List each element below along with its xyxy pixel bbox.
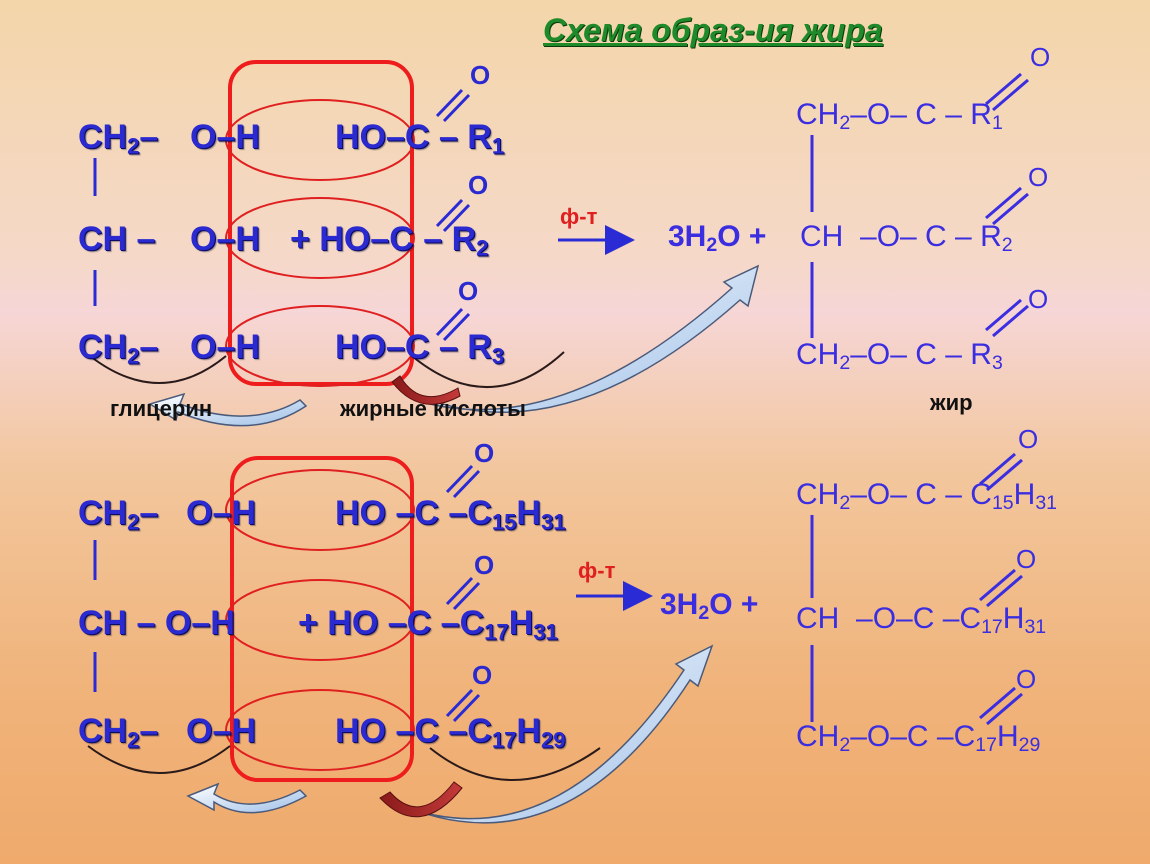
glycerol-label: глицерин bbox=[110, 396, 213, 421]
water-product: 3H2O + bbox=[668, 220, 767, 256]
highlight-ellipse bbox=[225, 305, 415, 387]
fat-row: CH2–O– C – R3 bbox=[796, 338, 1003, 374]
oxygen-atom: O bbox=[1018, 424, 1039, 454]
highlight-ellipse bbox=[225, 99, 415, 181]
double-bond bbox=[985, 72, 1029, 338]
water-arrow bbox=[148, 392, 308, 427]
water-product: 3H2O + bbox=[660, 588, 759, 624]
hydroxyl-group: O–H bbox=[186, 494, 256, 532]
acid-group: HO –C –C17H29 bbox=[335, 712, 566, 753]
hydroxyl-group: O–H bbox=[190, 220, 260, 258]
highlight-ellipse bbox=[225, 469, 415, 551]
oxygen-atom: O bbox=[458, 276, 479, 306]
group-bracket bbox=[87, 745, 231, 774]
acid-group: HO–C – R3 bbox=[335, 328, 505, 369]
catalyst-label: ф-т bbox=[560, 204, 598, 229]
hydroxyl-group: O–H bbox=[186, 712, 256, 750]
hydroxyl-group: O–H bbox=[190, 328, 260, 366]
oxygen-atom: O bbox=[1016, 664, 1037, 694]
oxygen-atom: O bbox=[468, 170, 489, 200]
double-bond bbox=[445, 464, 481, 723]
acid-group: HO–C – R1 bbox=[335, 118, 505, 159]
glycerol-row: CH2– bbox=[78, 118, 159, 159]
glycerol-row: CH2– bbox=[78, 712, 159, 753]
water-arrow bbox=[186, 782, 308, 814]
highlight-ellipse bbox=[225, 579, 415, 661]
acid-group: + HO–C – R2 bbox=[290, 220, 489, 261]
water-arrow bbox=[409, 264, 760, 414]
fat-row: CH –O–C –C17H31 bbox=[796, 602, 1047, 638]
oxygen-atom: O bbox=[1028, 284, 1049, 314]
glycerol-row: CH – O–H bbox=[78, 604, 235, 642]
double-bond bbox=[979, 452, 1023, 726]
acid-arrow bbox=[379, 781, 463, 818]
oxygen-atom: O bbox=[474, 550, 495, 580]
oxygen-atom: O bbox=[1030, 42, 1051, 72]
acid-group: + HO –C –C17H31 bbox=[298, 604, 558, 645]
acid-group: HO –C –C15H31 bbox=[335, 494, 566, 535]
highlight-ellipse bbox=[225, 689, 415, 771]
acids-label: жирные кислоты bbox=[340, 396, 526, 421]
group-bracket bbox=[429, 747, 601, 781]
fat-row: CH2–O– C – C15H31 bbox=[796, 478, 1058, 514]
highlight-box bbox=[230, 456, 414, 782]
double-bond bbox=[435, 88, 471, 342]
oxygen-atom: O bbox=[470, 60, 491, 90]
group-bracket bbox=[411, 351, 565, 388]
oxygen-atom: O bbox=[1016, 544, 1037, 574]
hydroxyl-group: O–H bbox=[190, 118, 260, 156]
diagram-title: Схема образ-ия жира bbox=[543, 12, 883, 48]
oxygen-atom: O bbox=[1028, 162, 1049, 192]
catalyst-label: ф-т bbox=[578, 558, 616, 583]
group-bracket bbox=[89, 355, 227, 384]
acid-arrow bbox=[391, 375, 461, 405]
fat-row: CH2–O–C –C17H29 bbox=[796, 720, 1041, 756]
water-arrow bbox=[389, 644, 714, 824]
oxygen-atom: O bbox=[474, 438, 495, 468]
fat-label: жир bbox=[930, 390, 973, 415]
oxygen-atom: O bbox=[472, 660, 493, 690]
glycerol-row: CH – bbox=[78, 220, 156, 258]
fat-row: CH2–O– C – R1 bbox=[796, 98, 1003, 134]
fat-row: CH –O– C – R2 bbox=[800, 220, 1013, 256]
glycerol-row: CH2– bbox=[78, 328, 159, 369]
highlight-box bbox=[228, 60, 414, 386]
glycerol-row: CH2– bbox=[78, 494, 159, 535]
highlight-ellipse bbox=[225, 197, 415, 279]
